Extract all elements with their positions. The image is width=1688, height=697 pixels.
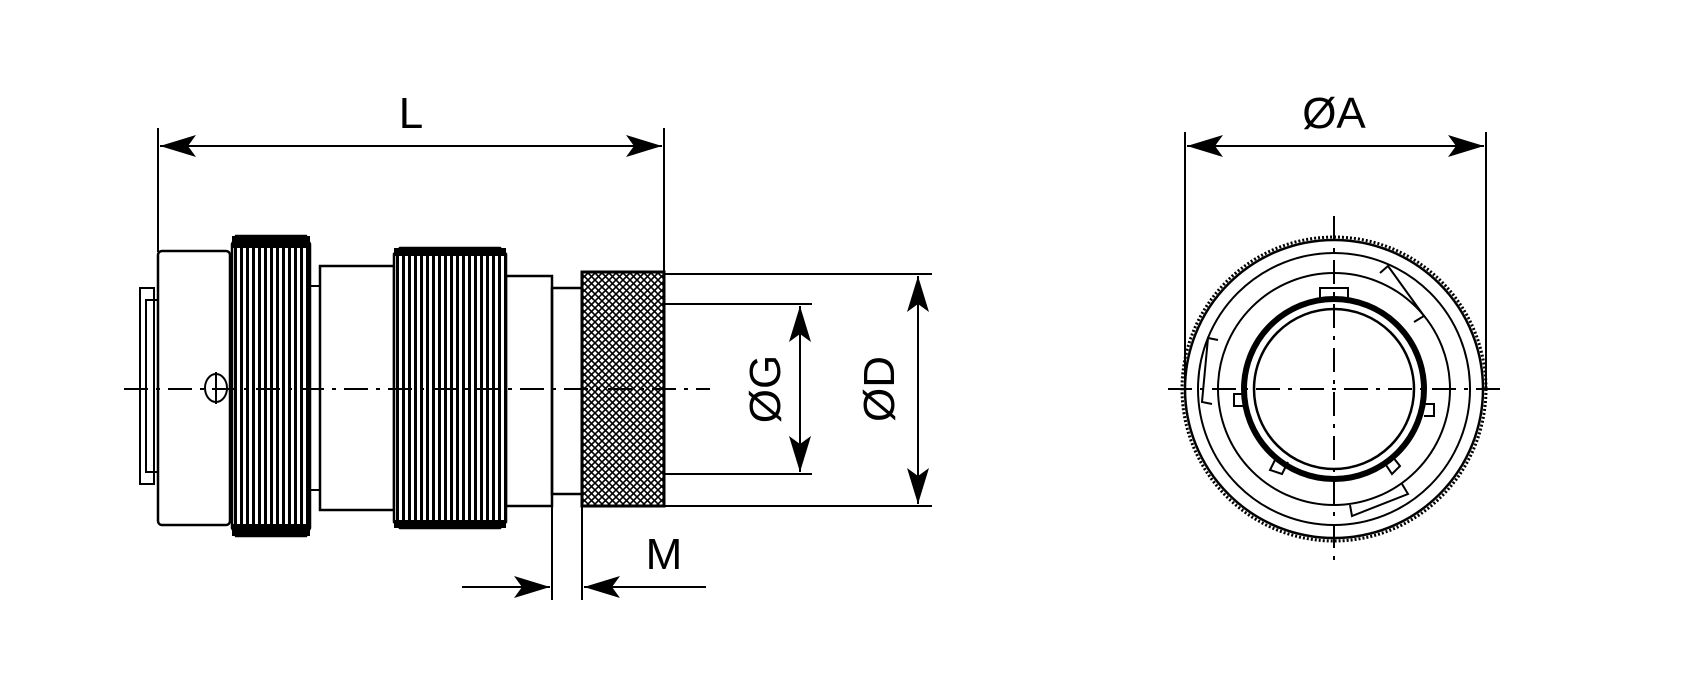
ring-2-band-top [394, 248, 506, 256]
inner-diameter-label: ØG [741, 355, 790, 423]
body-diameter-label: ØD [855, 356, 904, 422]
key-right [1424, 403, 1435, 417]
key-left [1233, 393, 1244, 407]
key-bottom-right [1383, 455, 1402, 476]
front-face-outer [139, 287, 155, 485]
key-bottom-left [1268, 457, 1289, 476]
dimension-length: L [157, 89, 665, 272]
front-view [1168, 216, 1500, 566]
rear-body [504, 274, 554, 508]
ring-2-band-bottom [394, 520, 506, 528]
coupling-ring-1 [230, 234, 312, 538]
dimension-body-diameter: ØD [664, 273, 932, 507]
lock-segment-left [1200, 336, 1219, 405]
front-face-inner [145, 299, 159, 473]
gap-label: M [646, 530, 683, 579]
ring-1-band-bottom [232, 524, 310, 536]
lock-segment-top-right [1379, 264, 1426, 323]
outer-diameter-label: ØA [1302, 89, 1366, 138]
ring-1-band-top [232, 236, 310, 248]
rear-neck [550, 286, 584, 496]
dimension-gap: M [462, 506, 706, 600]
side-view [124, 234, 710, 538]
length-label: L [399, 89, 423, 138]
dimension-inner-diameter: ØG [664, 303, 812, 475]
dimension-outer-diameter: ØA [1184, 89, 1487, 389]
lock-segment-bottom [1349, 483, 1410, 518]
key-top [1319, 287, 1349, 298]
